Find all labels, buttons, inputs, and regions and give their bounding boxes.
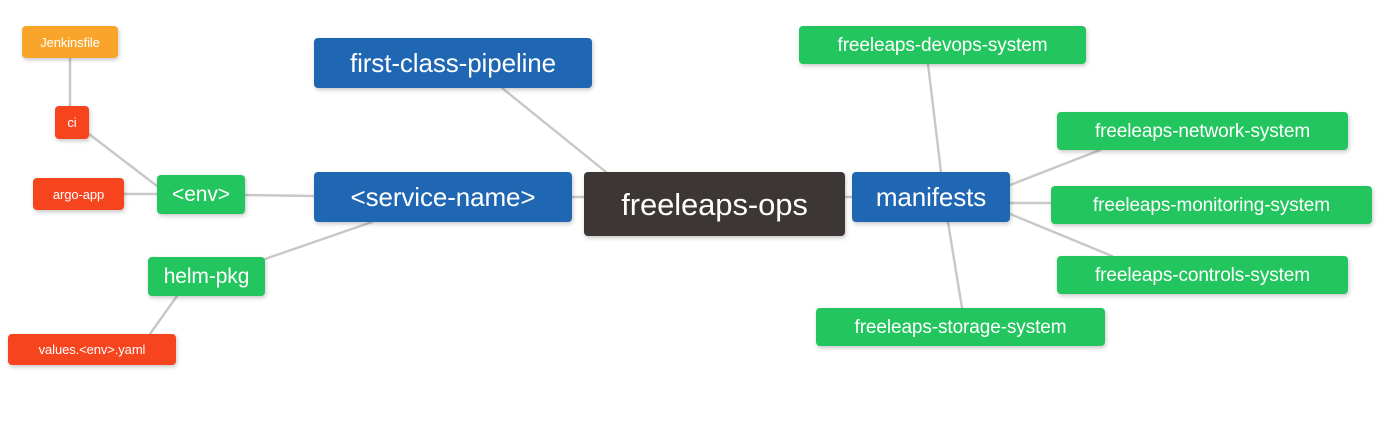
- mindmap-node-label: ci: [67, 115, 77, 130]
- edge-env-to-service-name: [243, 193, 316, 198]
- mindmap-node-monitoring-system[interactable]: freeleaps-monitoring-system: [1051, 186, 1372, 224]
- mindmap-node-label: Jenkinsfile: [40, 34, 100, 50]
- mindmap-node-devops-system[interactable]: freeleaps-devops-system: [799, 26, 1086, 64]
- mindmap-node-label: <env>: [172, 183, 230, 206]
- mindmap-node-service-name[interactable]: <service-name>: [314, 172, 572, 222]
- mindmap-node-label: argo-app: [52, 186, 105, 202]
- mindmap-node-label: freeleaps-storage-system: [854, 316, 1067, 338]
- mindmap-node-ci[interactable]: ci: [55, 106, 89, 139]
- mindmap-node-label: freeleaps-network-system: [1094, 120, 1311, 142]
- mindmap-node-manifests[interactable]: manifests: [852, 172, 1010, 222]
- mindmap-node-controls-system[interactable]: freeleaps-controls-system: [1057, 256, 1348, 294]
- mindmap-node-network-system[interactable]: freeleaps-network-system: [1057, 112, 1348, 150]
- edge-first-class-pipeline-to-freeleaps-ops: [500, 86, 608, 174]
- edge-manifests-to-network-system: [1008, 148, 1102, 187]
- edge-values-yaml-to-helm-pkg: [148, 294, 179, 336]
- edge-helm-pkg-to-service-name: [263, 220, 374, 261]
- mindmap-node-label: helm-pkg: [163, 265, 250, 288]
- mindmap-node-freeleaps-ops[interactable]: freeleaps-ops: [584, 172, 845, 236]
- mindmap-node-label: freeleaps-monitoring-system: [1093, 194, 1330, 216]
- mindmap-node-storage-system[interactable]: freeleaps-storage-system: [816, 308, 1105, 346]
- mindmap-node-label: freeleaps-devops-system: [837, 34, 1048, 56]
- mindmap-node-label: freeleaps-controls-system: [1094, 264, 1311, 286]
- mindmap-node-label: <service-name>: [350, 182, 536, 212]
- mindmap-node-label: freeleaps-ops: [621, 186, 808, 222]
- mindmap-node-env[interactable]: <env>: [157, 175, 245, 214]
- mindmap-node-label: values.<env>.yaml: [38, 342, 146, 357]
- edge-manifests-to-devops-system: [926, 62, 943, 174]
- mindmap-node-argo-app[interactable]: argo-app: [33, 178, 124, 210]
- mindmap-node-first-class-pipeline[interactable]: first-class-pipeline: [314, 38, 592, 88]
- edge-manifests-to-storage-system: [946, 220, 964, 310]
- mindmap-node-label: first-class-pipeline: [349, 48, 557, 78]
- mindmap-node-helm-pkg[interactable]: helm-pkg: [148, 257, 265, 296]
- mindmap-node-jenkinsfile[interactable]: Jenkinsfile: [22, 26, 118, 58]
- mindmap-node-values-yaml[interactable]: values.<env>.yaml: [8, 334, 176, 365]
- mindmap-node-label: manifests: [875, 182, 987, 212]
